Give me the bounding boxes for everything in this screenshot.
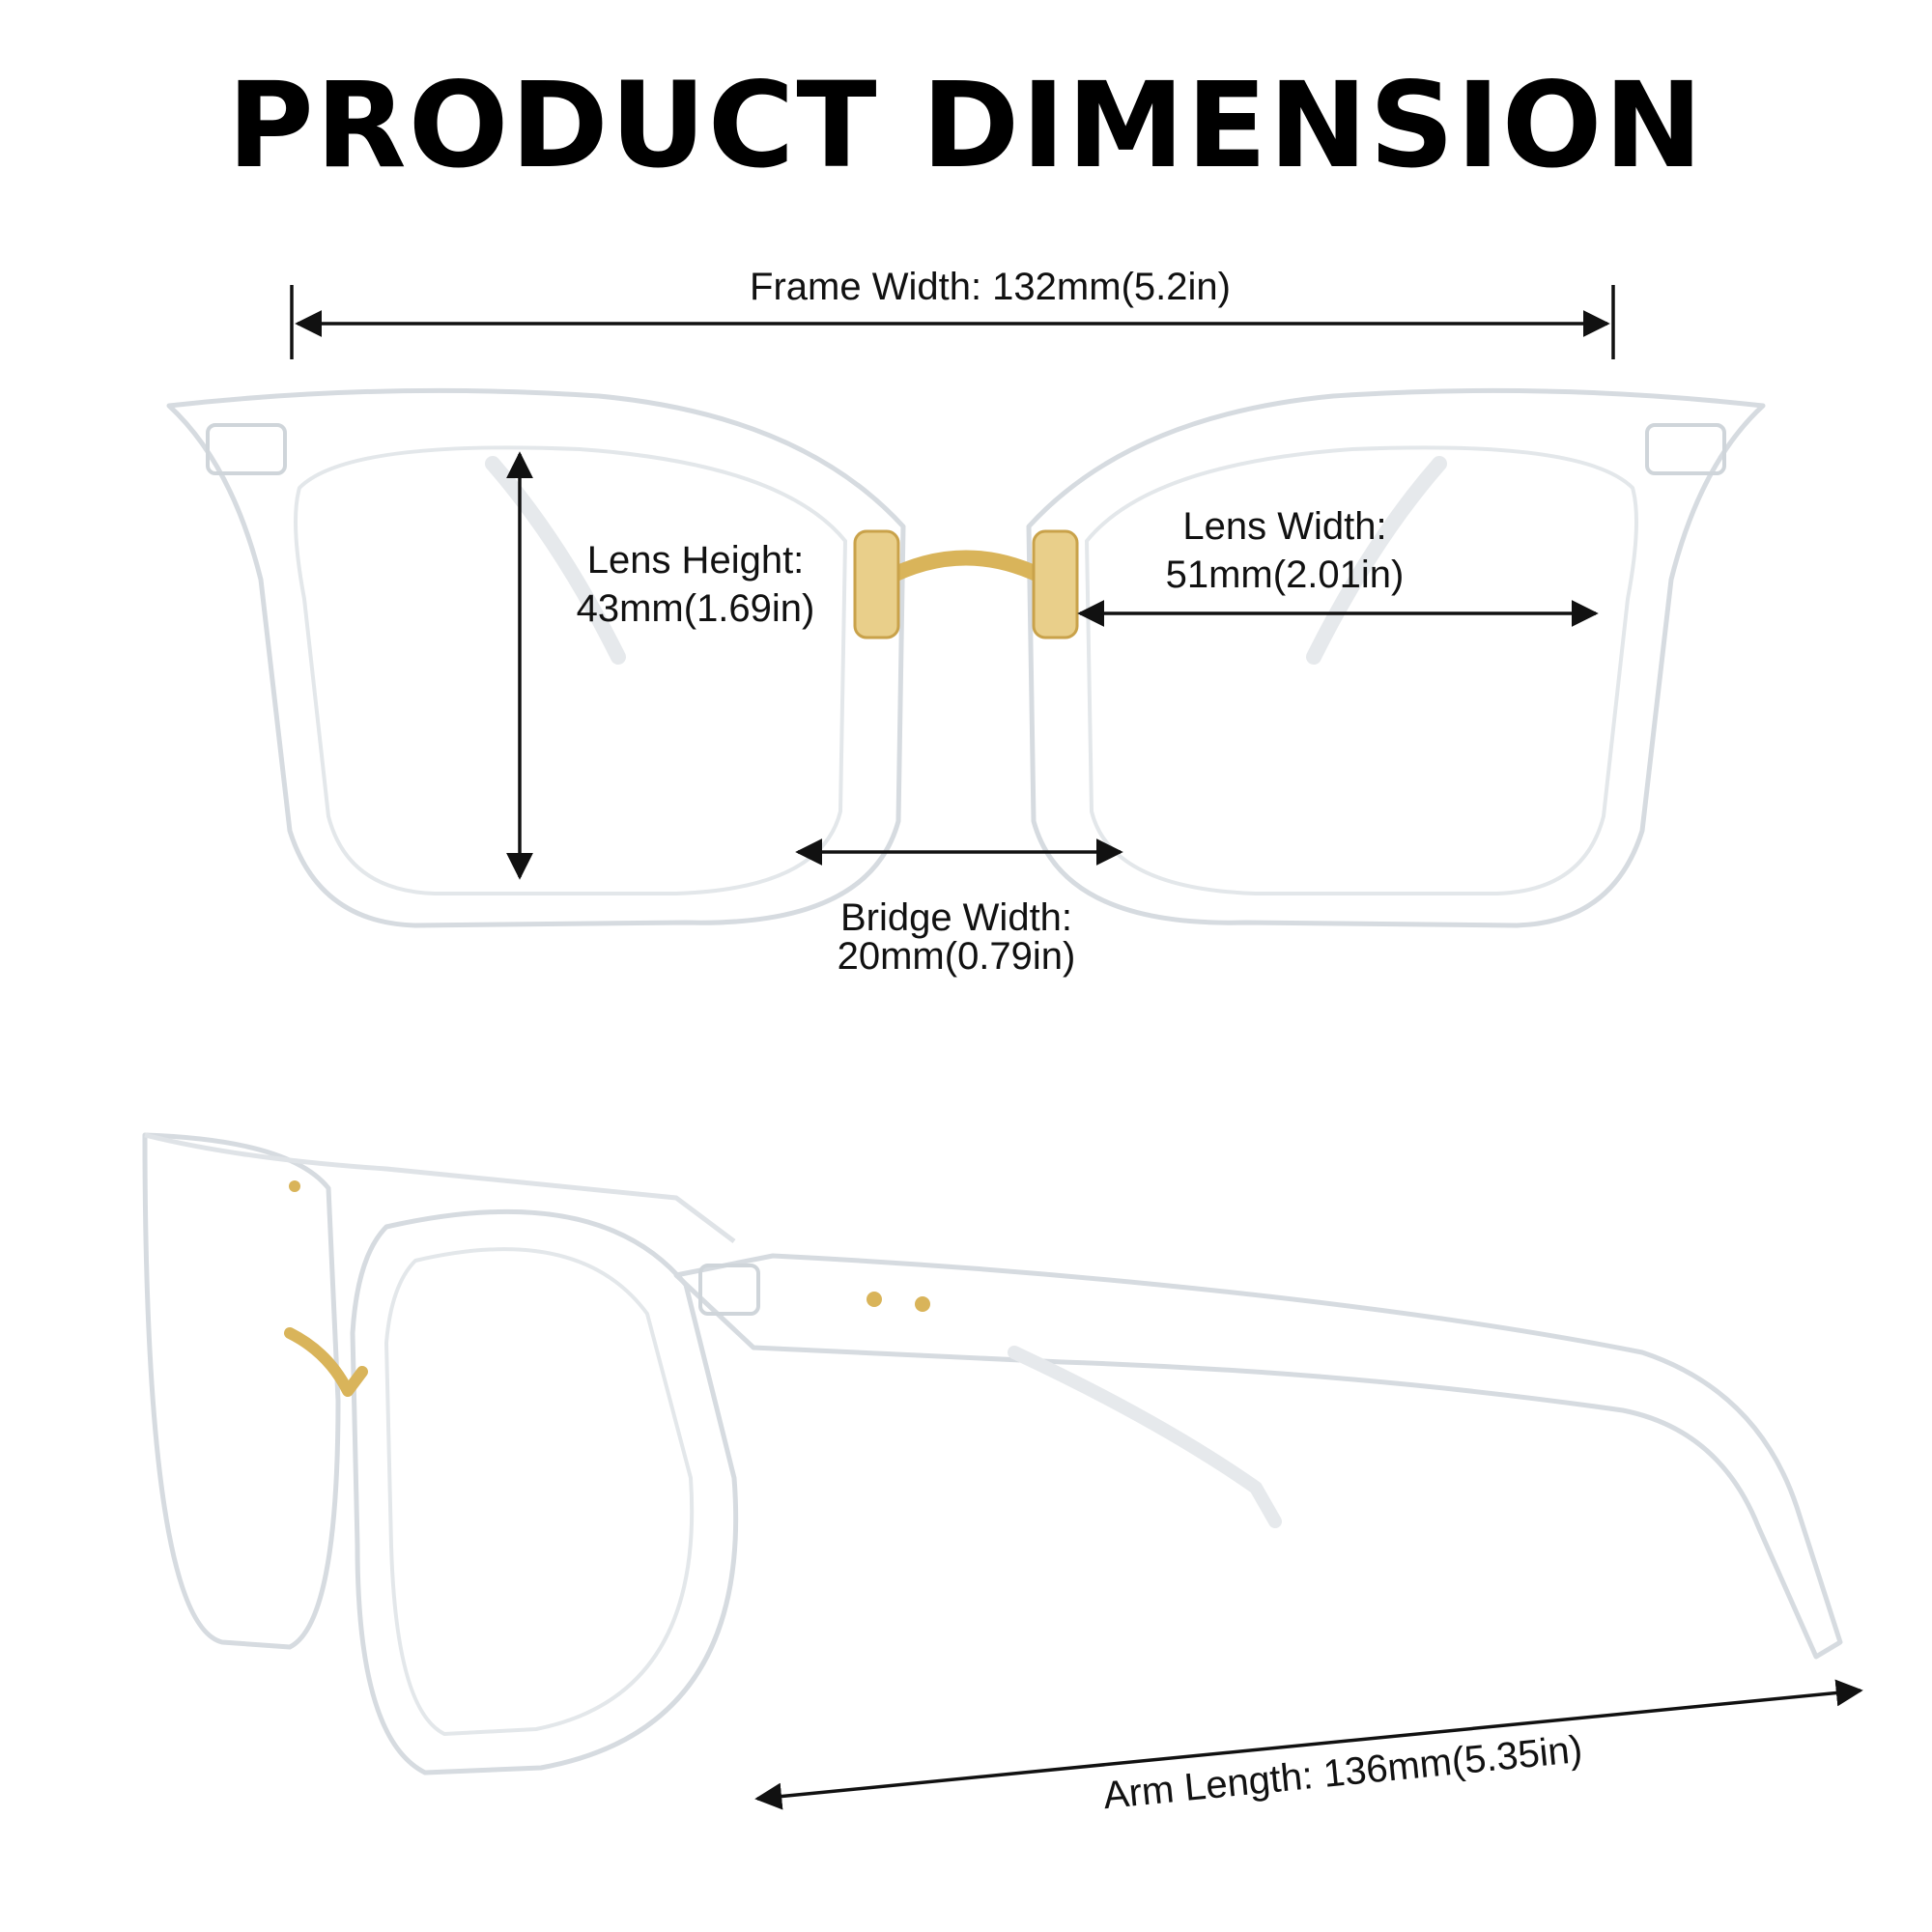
side-rivet-top: [289, 1180, 300, 1192]
side-front-lens-inner: [384, 1247, 695, 1736]
frame-width-label: Frame Width: 132mm(5.2in): [750, 266, 1231, 308]
side-hinge: [698, 1264, 760, 1316]
left-hinge: [206, 423, 287, 475]
right-hinge: [1645, 423, 1726, 475]
right-frame-inner: [1085, 445, 1638, 895]
side-rivet-1: [867, 1292, 882, 1307]
left-bridge-pad: [853, 529, 900, 639]
page-title: PRODUCT DIMENSION: [227, 57, 1705, 194]
front-view-glasses: [166, 387, 1766, 928]
side-gold-bridge: [284, 1327, 368, 1397]
lens-width-value: 51mm(2.01in): [1165, 554, 1405, 596]
right-temple-behind: [1306, 456, 1447, 665]
side-rivet-2: [915, 1296, 930, 1312]
side-far-temple: [1008, 1346, 1282, 1528]
bridge-width-title: Bridge Width:: [839, 896, 1073, 939]
gold-bridge: [876, 550, 1056, 587]
lens-height-label: Lens Height: 43mm(1.69in): [541, 536, 850, 633]
front-measurements: [290, 285, 1615, 880]
bridge-width-label: Bridge Width: 20mm(0.79in): [782, 894, 1130, 980]
left-frame-inner: [294, 445, 847, 895]
lens-height-value: 43mm(1.69in): [576, 587, 815, 630]
lens-width-title: Lens Width:: [1182, 505, 1387, 548]
side-back-lens: [142, 1132, 341, 1650]
side-view-glasses: [142, 1132, 1843, 1776]
side-top-bar: [144, 1132, 736, 1243]
lens-width-label: Lens Width: 51mm(2.01in): [1101, 502, 1468, 599]
right-bridge-pad: [1032, 529, 1079, 639]
lens-height-title: Lens Height:: [586, 539, 805, 582]
right-frame-outer: [1026, 387, 1766, 928]
left-frame-outer: [166, 387, 906, 928]
arm-length-arrow: [754, 1679, 1863, 1810]
side-front-lens: [350, 1208, 739, 1776]
side-temple-arm: [673, 1253, 1843, 1660]
bridge-width-value: 20mm(0.79in): [837, 935, 1076, 978]
